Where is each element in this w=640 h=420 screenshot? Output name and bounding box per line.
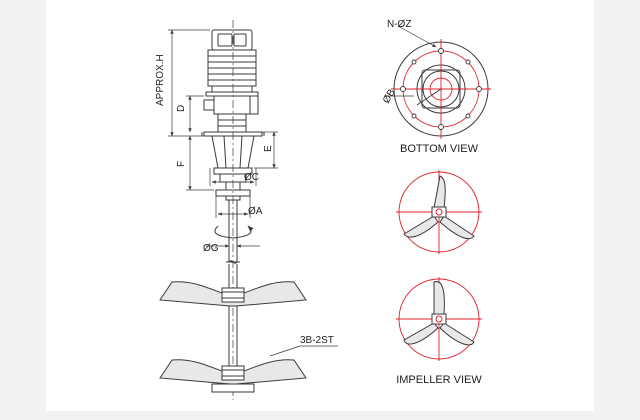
label-e: E — [263, 145, 274, 152]
shaft — [226, 20, 240, 400]
bottom-view — [384, 25, 491, 139]
impeller-view-bottom — [396, 277, 482, 361]
label-impeller-type: 3B-2ST — [300, 335, 334, 346]
label-d: D — [176, 105, 187, 112]
gearbox — [203, 95, 259, 133]
side-view — [159, 20, 338, 400]
bolt-holes — [400, 48, 482, 130]
motor — [205, 29, 259, 97]
impeller-view-top — [396, 170, 482, 254]
drawing-sheet — [46, 0, 594, 411]
label-f: F — [176, 161, 187, 167]
impeller-upper — [159, 281, 307, 307]
bottom-view-holes-label: N-ØZ — [387, 19, 411, 30]
label-approx-h: APPROX.H — [155, 54, 166, 106]
impeller-lower — [159, 359, 307, 393]
dimensions — [168, 29, 338, 357]
bottom-view-title: BOTTOM VIEW — [400, 143, 479, 155]
rotation-arrow — [214, 225, 254, 239]
impeller-view-title: IMPELLER VIEW — [396, 374, 482, 386]
label-og: ØG — [203, 243, 219, 254]
label-oa: ØA — [248, 206, 263, 217]
label-oc: ØC — [244, 172, 259, 183]
